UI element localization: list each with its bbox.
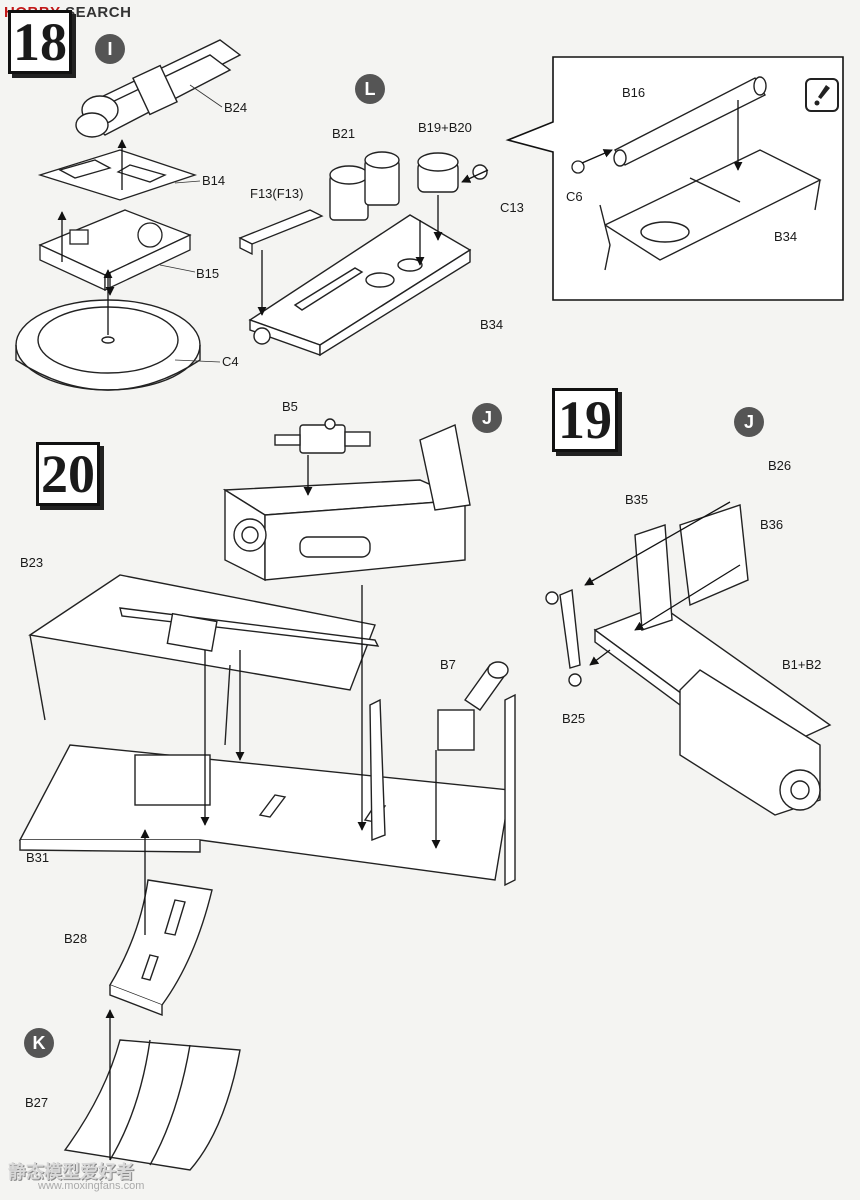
step19-arrows bbox=[584, 501, 741, 666]
f13-part bbox=[238, 209, 324, 256]
marker-k: K bbox=[24, 1028, 54, 1058]
label-c6: C6 bbox=[566, 189, 583, 204]
marker-j-top: J bbox=[472, 403, 502, 433]
step-20-number: 20 bbox=[36, 442, 100, 506]
b7-part bbox=[437, 661, 509, 751]
step-18-number: 18 bbox=[8, 10, 72, 74]
watermark-url: www.moxingfans.com bbox=[38, 1180, 145, 1192]
label-c4: C4 bbox=[222, 354, 239, 369]
b16-part bbox=[613, 76, 767, 167]
b15-part bbox=[38, 209, 192, 292]
label-b5: B5 bbox=[282, 399, 298, 414]
step18-leaders bbox=[159, 84, 223, 363]
b23-part bbox=[28, 574, 380, 746]
label-c13: C13 bbox=[500, 200, 524, 215]
label-b26: B26 bbox=[768, 458, 792, 473]
b36-part bbox=[679, 504, 749, 607]
b5-part bbox=[274, 418, 371, 454]
b27-part bbox=[63, 1039, 241, 1171]
label-b36: B36 bbox=[760, 517, 784, 532]
step18-L-arrows bbox=[257, 169, 489, 316]
detail-arrows bbox=[581, 100, 743, 171]
c4-part bbox=[15, 299, 201, 391]
b24-part bbox=[75, 39, 242, 138]
label-b35: B35 bbox=[625, 492, 649, 507]
b35-part bbox=[634, 524, 673, 631]
label-b16: B16 bbox=[622, 85, 646, 100]
marker-i: I bbox=[95, 34, 125, 64]
label-b34-detail: B34 bbox=[774, 229, 798, 244]
marker-l: L bbox=[355, 74, 385, 104]
b34-detail-part bbox=[599, 149, 822, 271]
label-b14: B14 bbox=[202, 173, 226, 188]
b21-part bbox=[329, 151, 400, 221]
label-f13: F13(F13) bbox=[250, 186, 304, 201]
c6-part bbox=[571, 160, 585, 174]
b19-b20-part bbox=[417, 152, 488, 193]
b34-main-part bbox=[248, 214, 472, 357]
detail-callout bbox=[505, 56, 844, 301]
label-b27: B27 bbox=[25, 1095, 49, 1110]
step18-arrows bbox=[57, 139, 127, 335]
label-b34-main: B34 bbox=[480, 317, 504, 332]
label-b1-b2: B1+B2 bbox=[782, 657, 822, 672]
attention-icon bbox=[805, 78, 839, 112]
label-b15: B15 bbox=[196, 266, 220, 281]
b1-b2-part bbox=[593, 604, 832, 816]
label-b7: B7 bbox=[440, 657, 456, 672]
label-b19-b20: B19+B20 bbox=[418, 120, 472, 135]
b28-part bbox=[108, 879, 213, 1017]
step20-arrows bbox=[105, 455, 441, 1160]
b25-part bbox=[545, 588, 582, 687]
label-b28: B28 bbox=[64, 931, 88, 946]
b14-part bbox=[37, 149, 198, 201]
marker-j-right: J bbox=[734, 407, 764, 437]
b31-part bbox=[18, 693, 516, 887]
step-19-number: 19 bbox=[552, 388, 618, 452]
label-b24: B24 bbox=[224, 100, 248, 115]
label-b25: B25 bbox=[562, 711, 586, 726]
label-b23: B23 bbox=[20, 555, 44, 570]
j-hull-part bbox=[222, 424, 471, 582]
label-b21: B21 bbox=[332, 126, 356, 141]
watermark-text: 静态模型爱好者 bbox=[8, 1162, 134, 1183]
label-b31: B31 bbox=[26, 850, 50, 865]
